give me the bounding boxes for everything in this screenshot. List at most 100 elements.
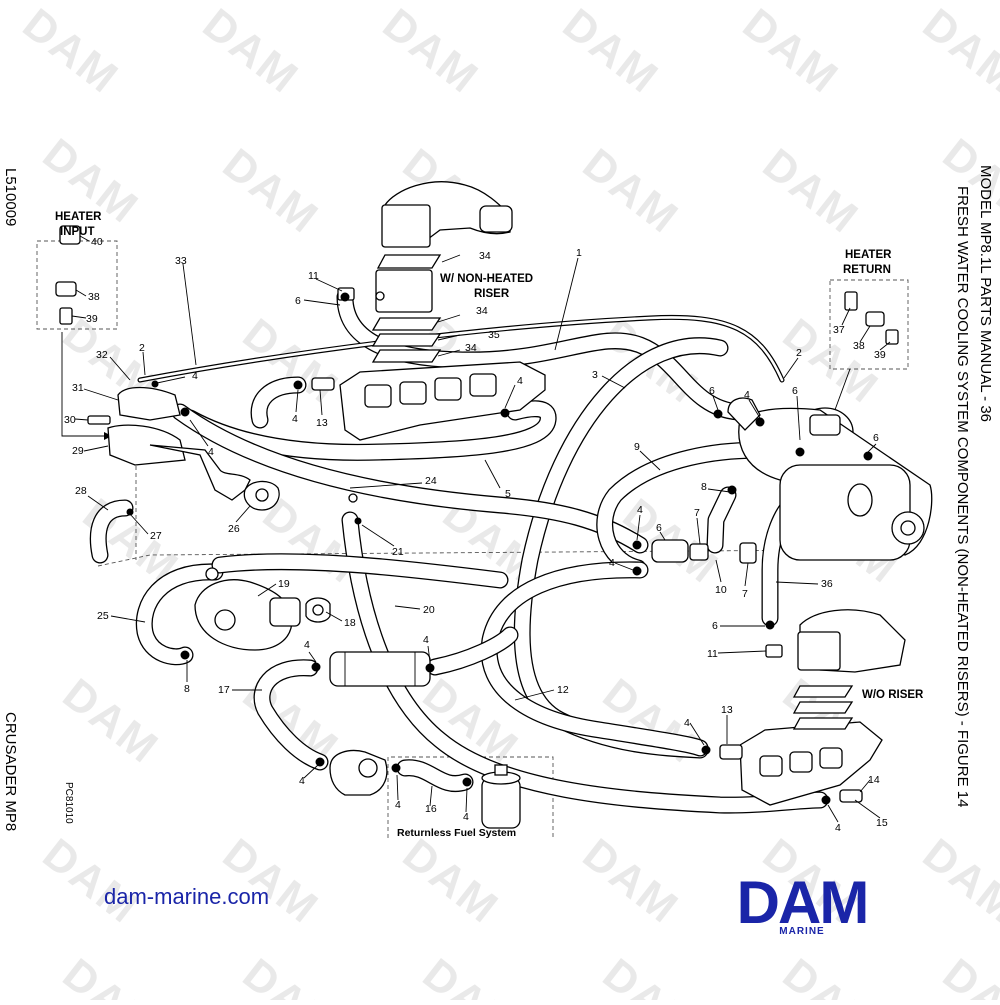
dam-marine-logo: DAM MARINE (708, 869, 896, 946)
drawing-code: PC81010 (63, 782, 74, 824)
fitting-13-lower (719, 744, 743, 760)
tank-fitting (809, 414, 841, 436)
spacer-block (375, 269, 433, 313)
callout-4-g: 4 (299, 775, 305, 787)
heater-input-box (36, 240, 118, 330)
callout-4-m: 4 (684, 717, 690, 729)
doc-title-2: FRESH WATER COOLING SYSTEM COMPONENTS (N… (954, 186, 971, 807)
callout-2-b: 2 (796, 347, 802, 359)
doc-footer-left: CRUSADER MP8 (2, 712, 19, 831)
sea-pump-bottom (329, 749, 388, 796)
gasket-lower-2 (792, 701, 854, 714)
label-heater-return-1: HEATER (845, 249, 892, 261)
watermark-text: DAM (774, 949, 888, 1000)
fuel-filter (481, 777, 521, 829)
callout-1: 1 (576, 247, 582, 259)
watermark-text: DAM (234, 669, 348, 773)
riser-lower-flange (797, 631, 841, 671)
callout-4-f: 4 (423, 634, 429, 646)
heater-input-fitting-40 (59, 225, 81, 245)
watermark-text: DAM (574, 139, 688, 243)
watermark-text: DAM (34, 829, 148, 933)
callout-27: 27 (150, 530, 162, 542)
callout-layer: 40 38 39 33 34 11 6 1 34 35 34 32 2 4 31… (64, 236, 888, 834)
heater-return-box (829, 279, 909, 370)
heat-exchanger-tank (779, 464, 911, 561)
logo-subtext: MARINE (779, 926, 825, 937)
callout-2-a: 2 (139, 342, 145, 354)
callout-4-n: 4 (835, 822, 841, 834)
gasket-lower-3 (792, 717, 854, 730)
label-wo-riser: W/O RISER (862, 689, 924, 701)
callout-8-a: 8 (184, 683, 190, 695)
callout-34-a: 34 (479, 250, 491, 262)
callout-35: 35 (488, 329, 500, 341)
callout-37: 37 (833, 324, 845, 336)
watermark-text: DAM (234, 949, 348, 1000)
watermark-text: DAM (914, 0, 1000, 103)
doc-title-1: MODEL MP8.1L PARTS MANUAL - 36 (977, 165, 994, 422)
callout-4-b: 4 (292, 413, 298, 425)
callout-6-f: 6 (712, 620, 718, 632)
watermark-text: DAM (414, 949, 528, 1000)
callout-9: 9 (634, 441, 640, 453)
heater-input-arrow (61, 332, 104, 437)
callout-28: 28 (75, 485, 87, 497)
callout-26: 26 (228, 523, 240, 535)
gasket-34-lower (371, 349, 442, 363)
callout-20: 20 (423, 604, 435, 616)
heater-return-fitting-37 (844, 291, 858, 311)
callout-39-a: 39 (86, 313, 98, 325)
website-link[interactable]: dam-marine.com (104, 884, 270, 909)
riser-outlet (479, 205, 513, 233)
watermark-text: DAM (394, 829, 508, 933)
label-layer: HEATER INPUT HEATER RETURN W/ NON-HEATED… (55, 211, 924, 839)
gasket-35 (371, 333, 442, 347)
callout-7-b: 7 (742, 588, 748, 600)
callout-29: 29 (72, 445, 84, 457)
watermark-text: DAM (914, 829, 1000, 933)
watermark-text: DAM (194, 0, 308, 103)
callout-38-b: 38 (853, 340, 865, 352)
gasket-34-top (376, 254, 442, 269)
elbow-31 (117, 386, 181, 421)
watermark-text: DAM (214, 139, 328, 243)
callout-24: 24 (425, 475, 437, 487)
watermark-text: DAM (54, 669, 168, 773)
watermark-text: DAM (754, 139, 868, 243)
fitting-11-lower (765, 644, 783, 658)
callout-17: 17 (218, 684, 230, 696)
gasket-lower-1 (792, 685, 854, 698)
callout-39-b: 39 (874, 349, 886, 361)
watermark-text: DAM (934, 949, 1000, 1000)
callout-4-h: 4 (395, 799, 401, 811)
riser-flange (381, 204, 431, 248)
watermark-text: DAM (574, 829, 688, 933)
callout-7-a: 7 (694, 507, 700, 519)
clamp-layer (126, 292, 873, 805)
label-non-heated-riser-1: W/ NON-HEATED (440, 273, 533, 285)
callout-10: 10 (715, 584, 727, 596)
callout-36: 36 (821, 578, 833, 590)
valve-21 (348, 493, 358, 503)
callout-4-d: 4 (208, 446, 214, 458)
watermark-text: DAM (54, 949, 168, 1000)
watermark-text: DAM (594, 949, 708, 1000)
water-pump-outlet (269, 597, 301, 627)
label-heater-input-2: INPUT (60, 226, 95, 238)
callout-31: 31 (72, 382, 84, 394)
label-heater-input-1: HEATER (55, 211, 102, 223)
fitting-13-top (311, 377, 335, 391)
pipe-left-lower (149, 444, 251, 501)
watermark-text: DAM (214, 829, 328, 933)
watermark-text: DAM (554, 0, 668, 103)
callout-11-a: 11 (308, 270, 319, 282)
elbow-29 (107, 424, 186, 466)
watermark-text: DAM (374, 0, 488, 103)
leader-layer (71, 235, 891, 823)
callout-32: 32 (96, 349, 108, 361)
callout-16: 16 (425, 803, 437, 815)
callout-40: 40 (91, 236, 103, 248)
